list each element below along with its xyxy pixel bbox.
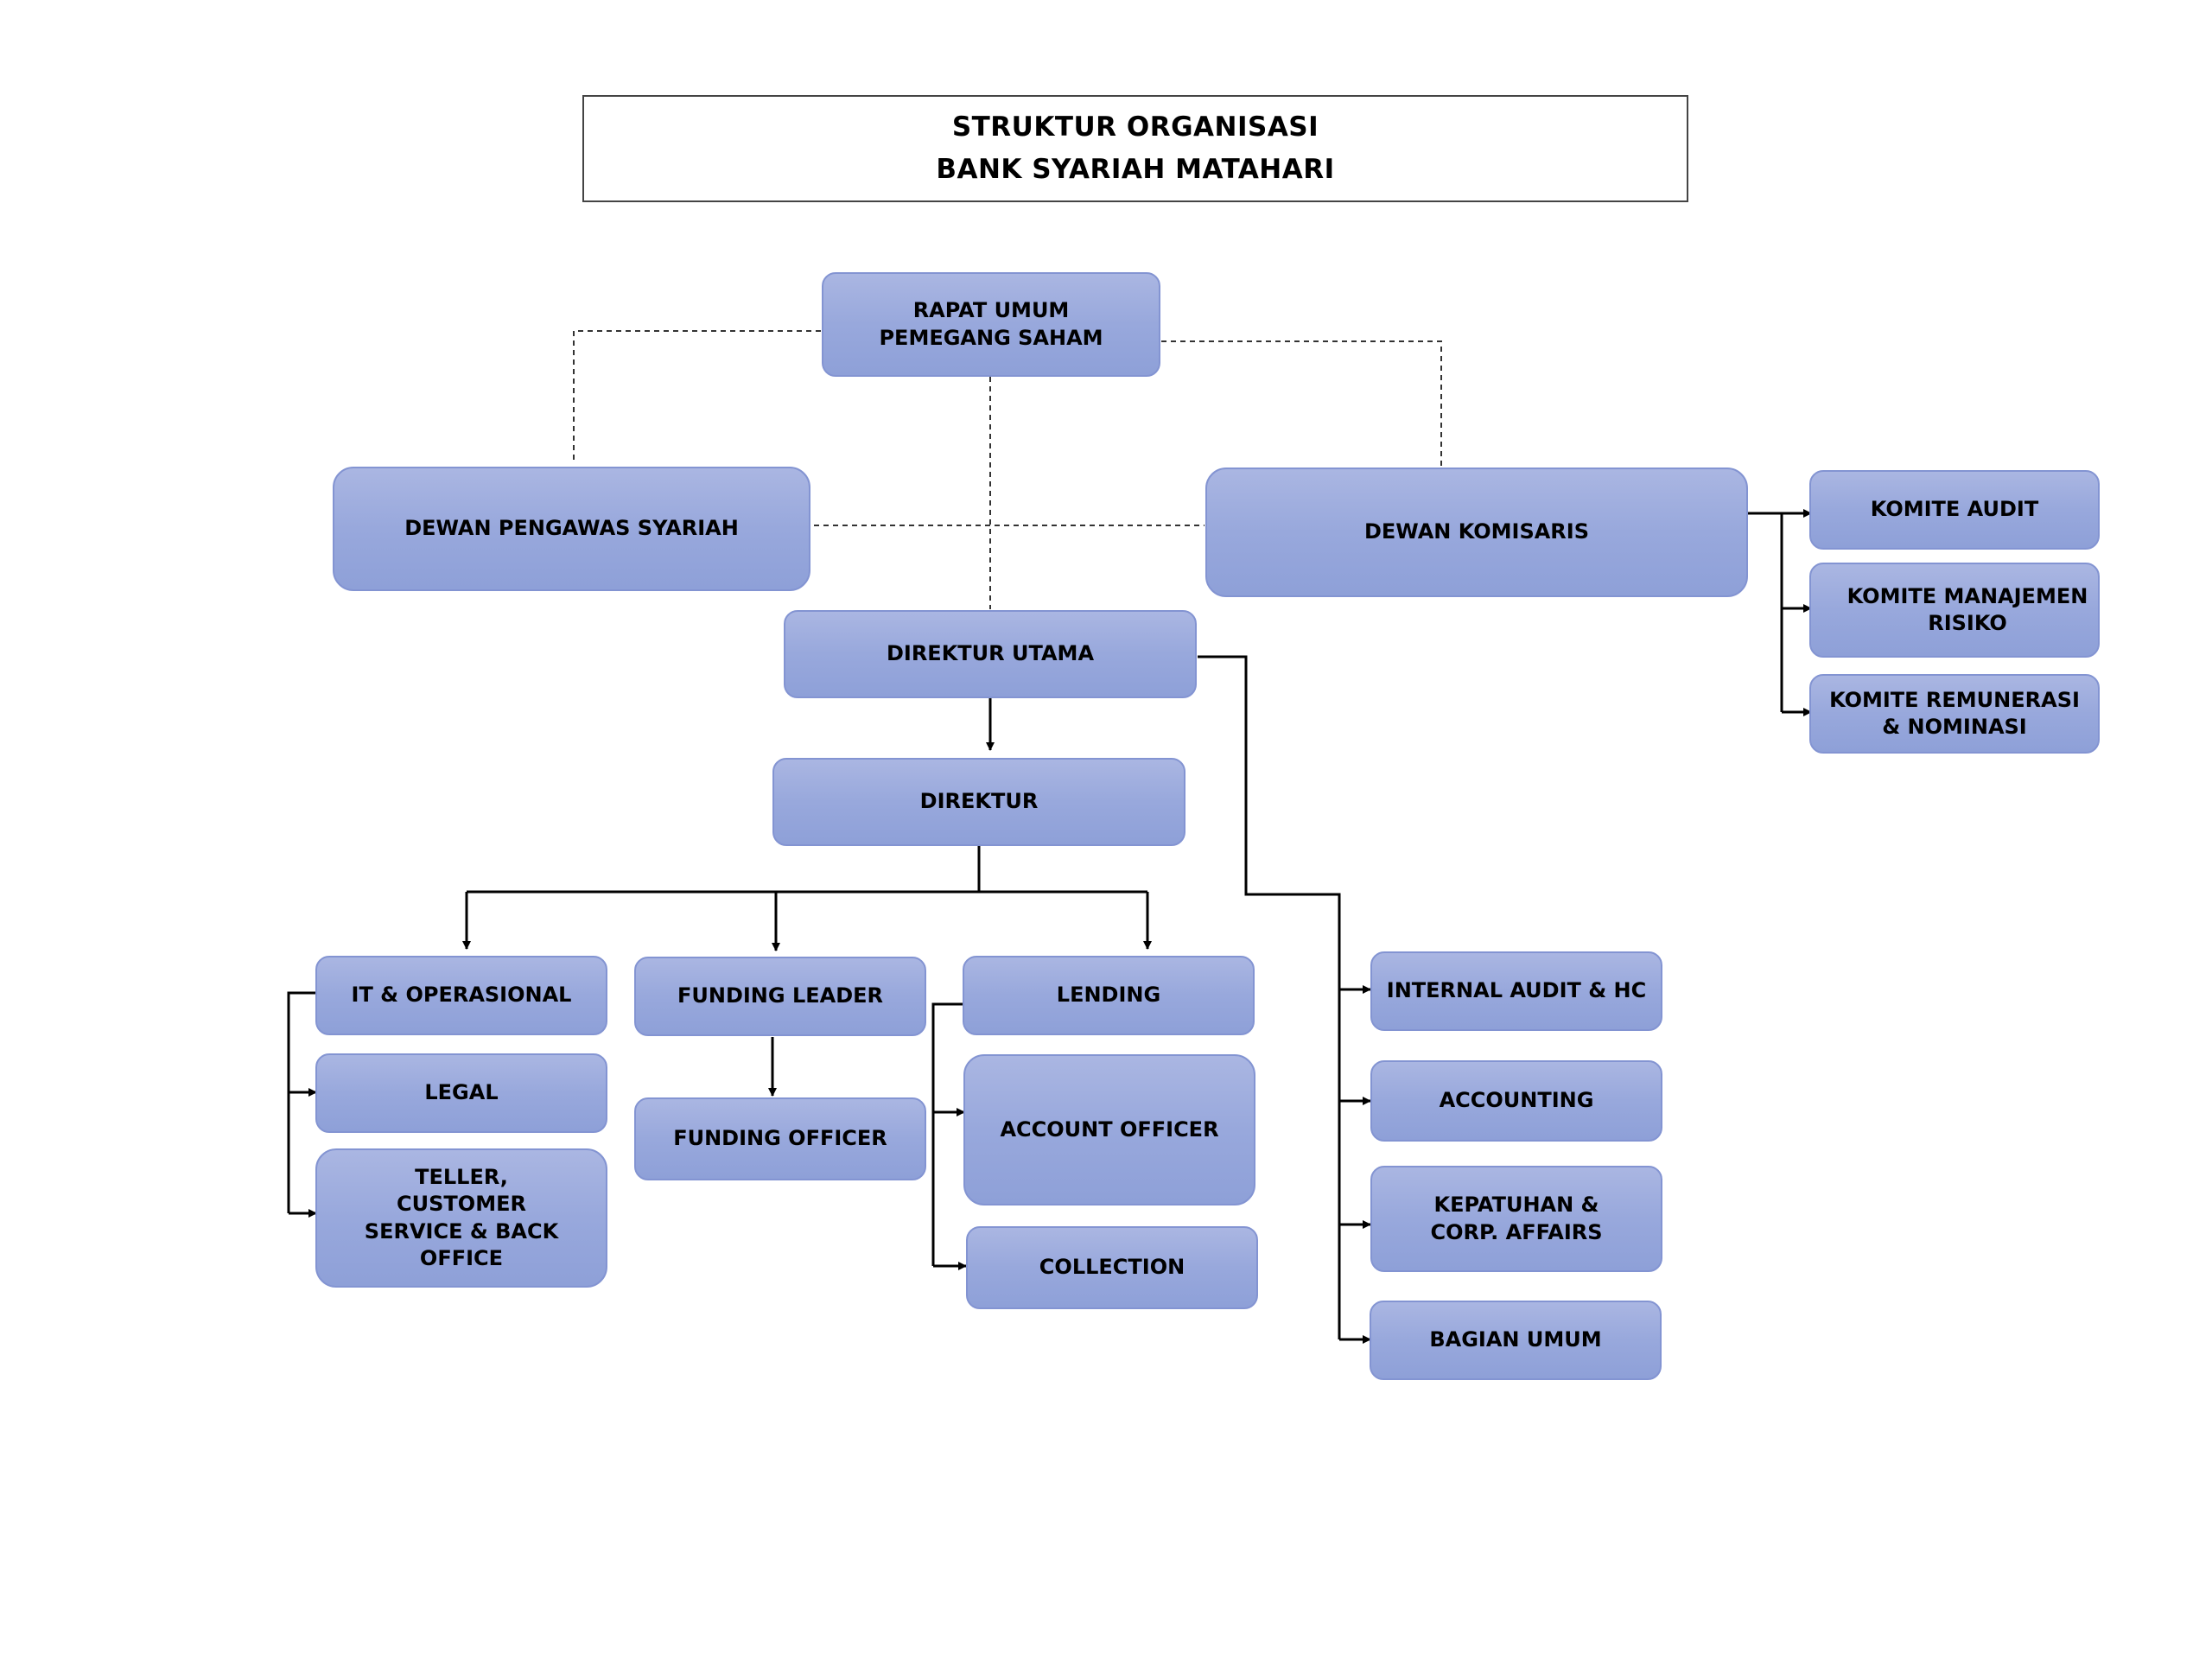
node-funding-leader: FUNDING LEADER <box>634 957 926 1036</box>
lending-subunit-line <box>931 1002 964 1266</box>
chart-title: STRUKTUR ORGANISASI <box>951 111 1319 143</box>
rups-to-komisaris-line <box>1161 340 1442 468</box>
solid-relations <box>287 509 1812 1344</box>
node-lending: LENDING <box>963 956 1255 1035</box>
node-it-operasional: IT & OPERASIONAL <box>315 956 607 1035</box>
it-subunit-line <box>287 991 316 1213</box>
chart-subtitle: BANK SYARIAH MATAHARI <box>936 154 1335 185</box>
direktur-utama-to-support-line <box>1198 655 1341 1339</box>
node-bagian-umum: BAGIAN UMUM <box>1370 1301 1662 1380</box>
node-rups: RAPAT UMUM PEMEGANG SAHAM <box>822 272 1160 377</box>
node-dewan-pengawas-syariah: DEWAN PENGAWAS SYARIAH <box>333 467 810 591</box>
node-legal: LEGAL <box>315 1053 607 1133</box>
node-teller-cs-back-office: TELLER, CUSTOMER SERVICE & BACK OFFICE <box>315 1148 607 1288</box>
node-accounting: ACCOUNTING <box>1370 1060 1662 1142</box>
node-account-officer: ACCOUNT OFFICER <box>963 1054 1255 1205</box>
rups-to-dps-line <box>573 330 821 462</box>
komisaris-committee-line <box>1747 512 1783 712</box>
chart-title-box: STRUKTUR ORGANISASI BANK SYARIAH MATAHAR… <box>582 95 1688 202</box>
node-komite-remunerasi: KOMITE REMUNERASI & NOMINASI <box>1809 674 2100 754</box>
node-komite-manajemen-risiko: KOMITE MANAJEMEN RISIKO <box>1809 563 2100 658</box>
node-kepatuhan-corp-affairs: KEPATUHAN & CORP. AFFAIRS <box>1370 1166 1662 1272</box>
node-komite-audit: KOMITE AUDIT <box>1809 470 2100 550</box>
node-funding-officer: FUNDING OFFICER <box>634 1097 926 1180</box>
node-direktur: DIREKTUR <box>772 758 1185 846</box>
dashed-relations <box>573 330 1442 609</box>
node-internal-audit-hc: INTERNAL AUDIT & HC <box>1370 951 1662 1031</box>
node-direktur-utama: DIREKTUR UTAMA <box>784 610 1197 698</box>
node-dewan-komisaris: DEWAN KOMISARIS <box>1205 468 1748 597</box>
node-collection: COLLECTION <box>966 1226 1258 1309</box>
